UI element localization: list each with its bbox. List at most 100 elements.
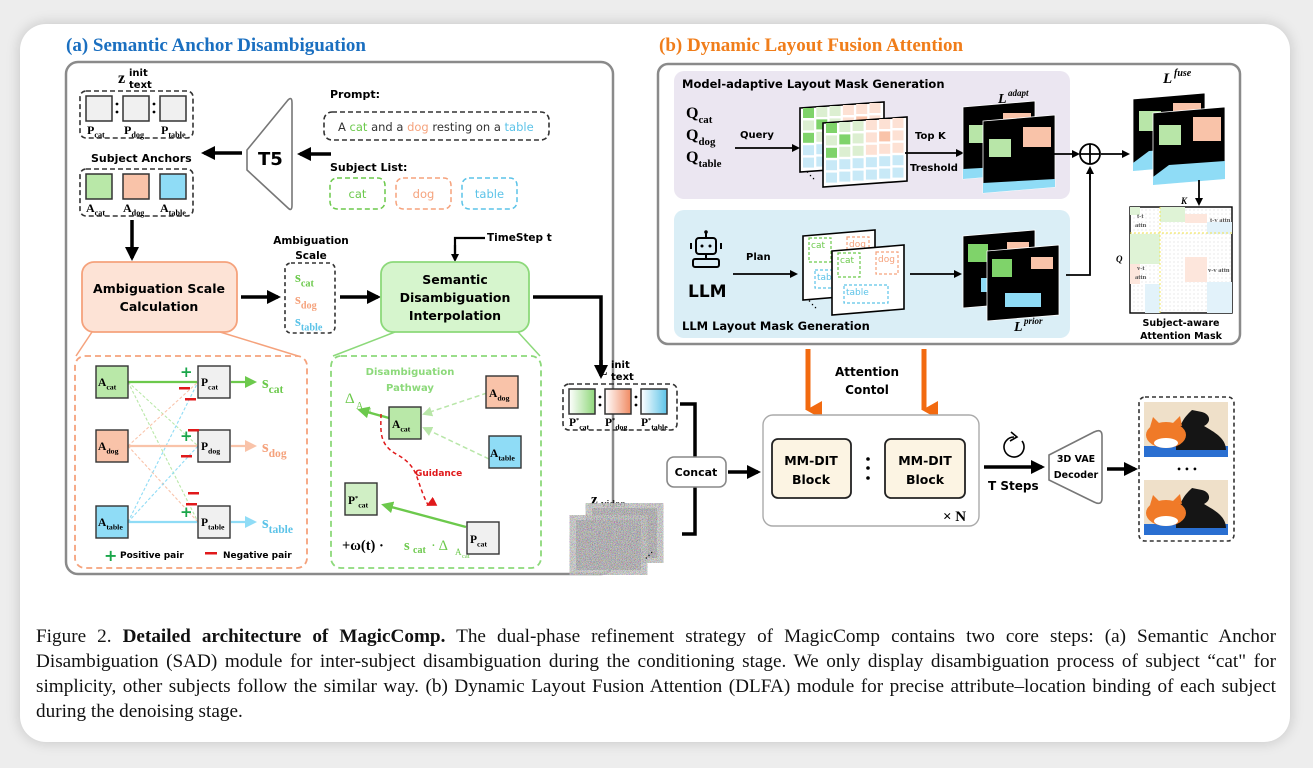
negative-pair-line	[127, 381, 199, 447]
pair-prompt-label-dog: Pdog	[201, 441, 220, 455]
decoder-label-2: Decoder	[1054, 470, 1099, 481]
maps-ellipsis: ⋱	[806, 170, 815, 180]
attention-cell	[892, 155, 904, 166]
attention-cell	[852, 133, 864, 144]
svg-text:L: L	[1013, 320, 1023, 335]
refined-token-label-table: P*table	[641, 417, 668, 431]
svg-text:text: text	[611, 372, 634, 383]
plan-box-label: cat	[840, 256, 854, 266]
anchor-label-table: Atable	[160, 201, 186, 218]
svg-text:cat: cat	[413, 545, 426, 556]
prompt-token-cat	[85, 95, 113, 122]
query-label: Query	[740, 130, 774, 141]
caption-body: The dual-phase refinement strategy of Ma…	[36, 626, 1276, 722]
svg-text:A: A	[455, 547, 462, 557]
svg-text:init: init	[129, 68, 148, 79]
caption-bold: Detailed architecture of MagicComp.	[122, 626, 446, 647]
caption-prefix: Figure 2.	[36, 626, 123, 647]
legend-positive: Positive pair	[120, 551, 184, 561]
concat-box	[666, 456, 727, 488]
plans-ellipsis: ⋱	[808, 299, 817, 309]
attention-cell	[816, 107, 828, 117]
attention-cell	[826, 172, 837, 183]
minus-icon	[185, 398, 196, 401]
scale-table: stable	[295, 314, 323, 334]
l-adapt-label: L adapt	[997, 88, 1029, 107]
pair-anchor-table	[95, 505, 129, 539]
interp-formula: +ω(t) · s cat · Δ A cat	[342, 538, 470, 560]
plan-box-label: cat	[811, 241, 825, 251]
video-noise-latent: ⋰	[576, 508, 657, 570]
attention-cell	[852, 158, 864, 169]
mm-dit-block-1	[771, 438, 852, 499]
attention-cell	[839, 122, 851, 132]
negative-pair-line	[127, 445, 199, 523]
figure-caption: Figure 2. Detailed architecture of Magic…	[36, 624, 1276, 724]
prompt-box	[323, 111, 550, 141]
attention-cell	[839, 159, 851, 170]
llm-header: LLM Layout Mask Generation	[682, 319, 870, 333]
plan-label: Plan	[746, 252, 771, 263]
frame-ellipsis: • • •	[1177, 465, 1198, 474]
query-cat: Qcat	[686, 105, 713, 126]
refined-p-cat-label: P*cat	[348, 495, 369, 509]
pair-prompt-table	[197, 505, 231, 539]
panel-a-title-text: (a) Semantic Anchor Disambiguation	[66, 35, 366, 56]
attention-cell	[839, 171, 851, 182]
attention-cell	[869, 103, 881, 113]
refined-token-dog	[604, 388, 632, 415]
svg-text:init: init	[611, 360, 630, 371]
adaptive-header: Model-adaptive Layout Mask Generation	[682, 77, 945, 91]
minus-icon	[179, 387, 190, 390]
pair-anchor-dog	[95, 429, 129, 463]
legend-negative: Negative pair	[223, 551, 292, 561]
calc-zoom-line-right	[219, 331, 299, 357]
l-fuse-label: L fuse	[1162, 68, 1192, 87]
attention-cell	[816, 131, 828, 142]
pair-anchor-cat	[95, 365, 129, 399]
scale-cat: scat	[295, 270, 314, 290]
prompt-header: Prompt:	[330, 88, 380, 101]
ambiguation-scale-calculation-box	[81, 261, 238, 333]
delta-arrow	[357, 406, 390, 420]
interp-anchor-dog	[485, 375, 519, 409]
interp-output-line	[533, 295, 603, 372]
attention-cell	[826, 135, 837, 146]
minus-icon	[181, 455, 192, 458]
mask-k-label: K	[1180, 196, 1188, 206]
panel-a-title: (a) Semantic Anchor Disambiguation	[66, 35, 366, 56]
interp-label-line1: Semantic	[422, 272, 488, 287]
attention-cell	[816, 119, 828, 130]
minus-icon	[188, 492, 199, 495]
refined-token-cat	[568, 388, 596, 415]
interp-zoom-line-left	[332, 331, 396, 357]
vae-decoder-shape	[1048, 429, 1103, 505]
t5-encoder-shape	[246, 97, 293, 211]
block1-label-1: MM-DIT	[784, 453, 838, 468]
calc-label-line2: Calculation	[120, 299, 199, 314]
minus-icon	[186, 503, 197, 506]
svg-text:s: s	[404, 538, 410, 554]
attention-cell	[816, 144, 828, 155]
l-adapt-masks	[962, 100, 1056, 194]
attention-cell	[879, 168, 891, 179]
video-frame-2	[1144, 480, 1228, 535]
subject-chip-cat	[329, 177, 386, 210]
interp-anchor-cat	[388, 406, 422, 440]
interp-prompt-cat-label: Pcat	[470, 534, 487, 548]
prompt-token-dog	[122, 95, 150, 122]
threshold-label: Treshold	[910, 163, 958, 174]
attention-control-label-1: Attention	[835, 365, 899, 379]
concat-label: Concat	[675, 466, 718, 479]
svg-text:fuse: fuse	[1174, 68, 1192, 79]
l-fuse-masks	[1132, 92, 1226, 186]
svg-text:text: text	[129, 80, 152, 91]
interp-label-line3: Interpolation	[409, 308, 501, 323]
attention-cell	[826, 123, 837, 133]
pathway-label-1: Disambiguation	[366, 367, 455, 378]
table-push-arrow	[422, 426, 490, 460]
plan-box-label: table	[846, 288, 869, 298]
